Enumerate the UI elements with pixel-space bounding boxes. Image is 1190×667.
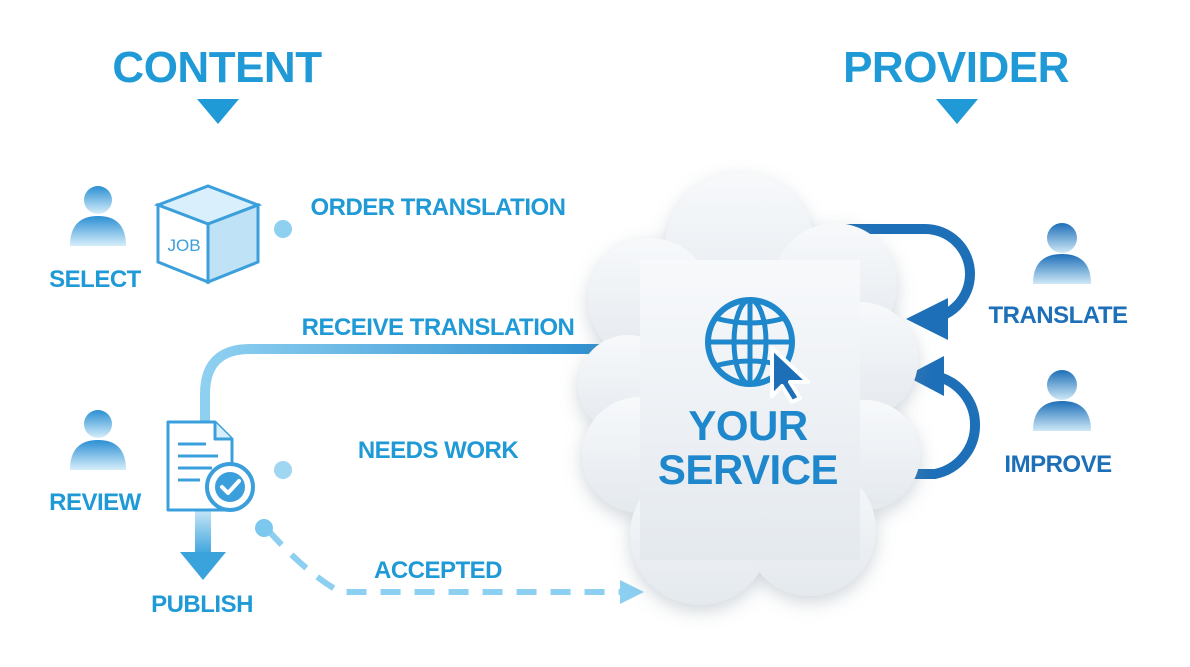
- select-person-icon: [70, 186, 126, 246]
- content-header: CONTENT: [112, 43, 322, 92]
- improve-loop-arrow: [900, 371, 981, 479]
- accepted-start-dot: [255, 519, 273, 537]
- job-box-icon: JOB: [153, 184, 263, 285]
- improve-person-icon: [1033, 370, 1091, 431]
- globe-cursor-icon: [705, 297, 810, 404]
- select-label: SELECT: [49, 266, 142, 293]
- document-check-icon: [166, 420, 255, 512]
- review-person-icon: [70, 410, 126, 470]
- provider-header: PROVIDER: [843, 43, 1069, 92]
- translate-arrowhead-icon: [906, 298, 948, 340]
- receive-translation-line: [200, 344, 600, 425]
- improve-label: IMPROVE: [1004, 451, 1112, 478]
- order-translation-label: ORDER TRANSLATION: [310, 194, 565, 221]
- publish-label: PUBLISH: [151, 591, 253, 618]
- provider-header-arrow-icon: [936, 99, 978, 124]
- needs-work-label: NEEDS WORK: [358, 437, 520, 464]
- publish-arrow-shaft: [195, 508, 211, 555]
- service-title-line2: SERVICE: [658, 446, 838, 493]
- review-label: REVIEW: [49, 489, 142, 516]
- needs-work-start-dot: [274, 461, 292, 479]
- translate-person-icon: [1033, 223, 1091, 284]
- content-header-arrow-icon: [197, 99, 239, 124]
- accepted-label: ACCEPTED: [374, 557, 502, 584]
- translate-label: TRANSLATE: [988, 302, 1128, 329]
- order-translation-start-dot: [274, 220, 292, 238]
- accepted-arrowhead-icon: [620, 580, 644, 604]
- service-cloud: [578, 173, 920, 605]
- job-box-label: JOB: [167, 236, 200, 255]
- improve-arrowhead-icon: [906, 356, 944, 396]
- accepted-dashed-line: [265, 528, 630, 595]
- service-title-line1: YOUR: [688, 402, 808, 449]
- publish-arrowhead-icon: [180, 552, 226, 580]
- receive-translation-label: RECEIVE TRANSLATION: [302, 314, 575, 341]
